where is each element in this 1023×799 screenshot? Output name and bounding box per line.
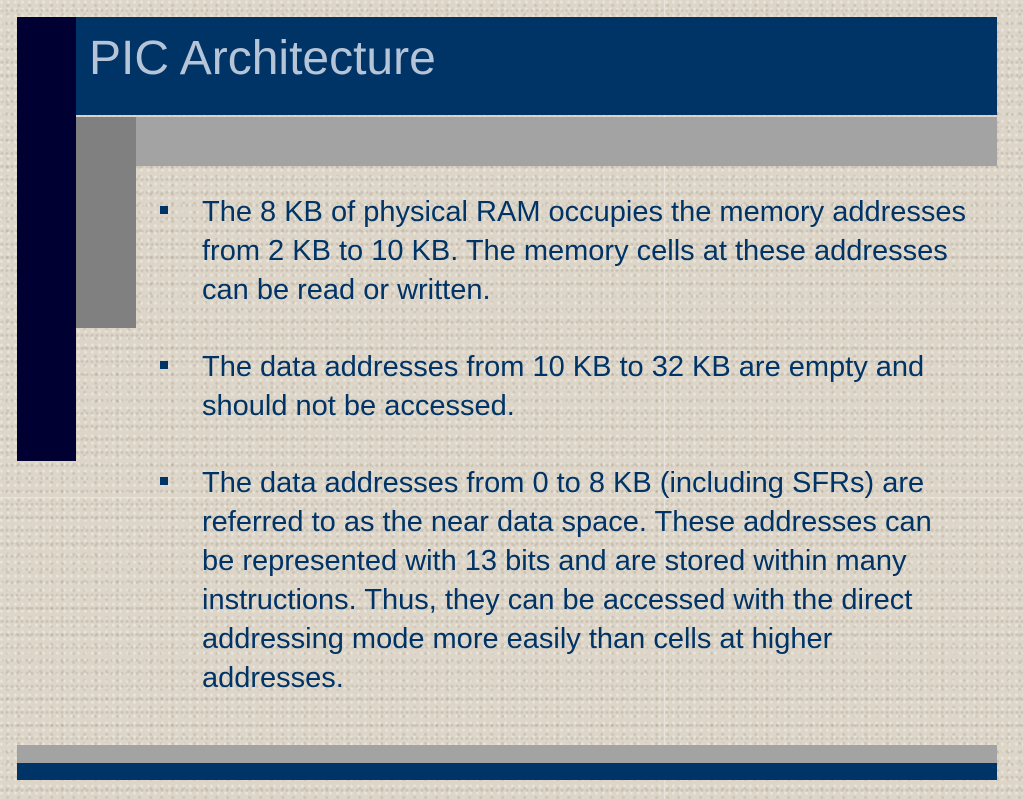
background-tile-seam xyxy=(664,0,665,799)
bullet-text: The data addresses from 10 KB to 32 KB a… xyxy=(202,351,925,422)
slide-title: PIC Architecture xyxy=(89,32,436,85)
bullet-text: The 8 KB of physical RAM occupies the me… xyxy=(202,196,966,306)
background-tile-seam xyxy=(0,497,1023,498)
bullet-item: The data addresses from 10 KB to 32 KB a… xyxy=(160,348,980,426)
left-accent-bar xyxy=(17,17,76,461)
square-bullet-icon xyxy=(160,361,168,369)
footer-navy-bar xyxy=(17,763,997,780)
bullet-item: The 8 KB of physical RAM occupies the me… xyxy=(160,193,980,310)
bullet-text: The data addresses from 0 to 8 KB (inclu… xyxy=(202,467,932,694)
footer-gray-bar xyxy=(17,745,997,763)
bullet-item: The data addresses from 0 to 8 KB (inclu… xyxy=(160,464,980,698)
square-bullet-icon xyxy=(160,206,168,214)
square-bullet-icon xyxy=(160,477,168,485)
gray-accent-block xyxy=(76,117,136,328)
header-bar xyxy=(76,17,997,115)
gray-accent-strip xyxy=(136,117,997,166)
bullet-list: The 8 KB of physical RAM occupies the me… xyxy=(160,193,980,736)
